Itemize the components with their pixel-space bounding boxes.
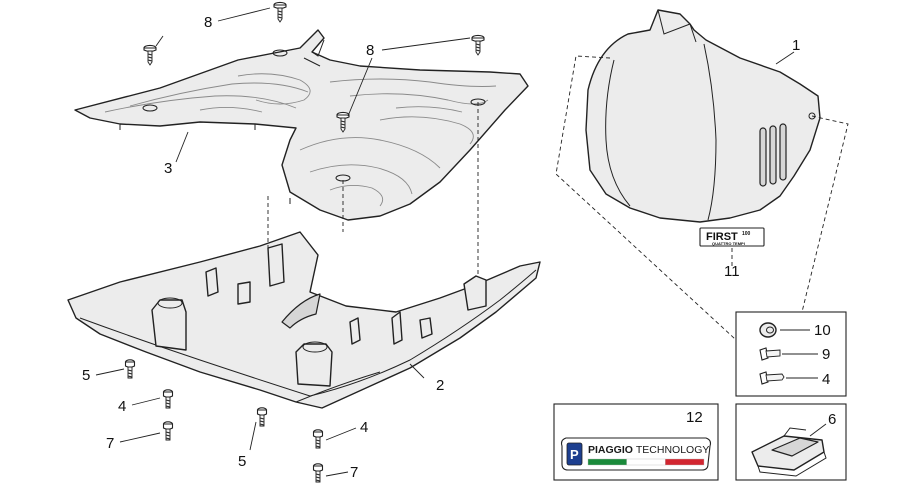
badge-word: FIRST [706,231,738,243]
piaggio-logo-icon [566,442,583,466]
badge-subtitle: QUATTRO TEMPI [712,241,745,246]
callout-4-center: 4 [360,419,368,436]
piaggio-brand-text: PIAGGIO TECHNOLOGY [588,444,709,456]
callout-3: 3 [164,160,172,177]
callout-7-left: 7 [106,435,114,452]
piaggio-technology-sticker: P PIAGGIO TECHNOLOGY [560,437,712,471]
flag-segment [626,458,666,466]
callout-9: 9 [822,346,830,363]
callout-7-center: 7 [350,464,358,481]
flag-segment [587,458,627,466]
flag-segment [665,458,705,466]
callout-8-right: 8 [366,42,374,59]
footrest-frame-part-2 [67,231,541,409]
callout-4-box: 4 [822,371,830,388]
clip-part-6 [751,427,827,477]
callout-1: 1 [792,37,800,54]
callout-12: 12 [686,409,703,426]
engine-cover-part-1 [585,9,821,223]
hardware-box [735,311,847,397]
callout-4-left: 4 [118,398,126,415]
leader-lines [95,7,827,477]
callout-6: 6 [828,411,836,428]
callout-2: 2 [436,377,444,394]
italian-flag-stripe [587,458,705,466]
callout-5-left: 5 [82,367,90,384]
alignment-lines [267,55,849,363]
callout-5-center: 5 [238,453,246,470]
footrest-mat-part-3 [74,29,529,221]
callout-8-top: 8 [204,14,212,31]
piaggio-logo-letter: P [570,447,579,462]
callout-11: 11 [724,263,740,280]
logo-box: P PIAGGIO TECHNOLOGY [553,403,719,481]
first-badge-part-11: FIRST 100 QUATTRO TEMPI [699,227,765,247]
spacer-part-10 [759,322,777,338]
callout-10: 10 [814,322,831,339]
badge-size: 100 [742,231,751,237]
screw-part-4-box [759,371,785,385]
clip-box [735,403,847,481]
washer-part-9 [759,347,781,361]
callout-numbers: 8 8 3 1 11 2 5 4 7 5 4 7 10 9 4 12 6 [82,14,836,481]
